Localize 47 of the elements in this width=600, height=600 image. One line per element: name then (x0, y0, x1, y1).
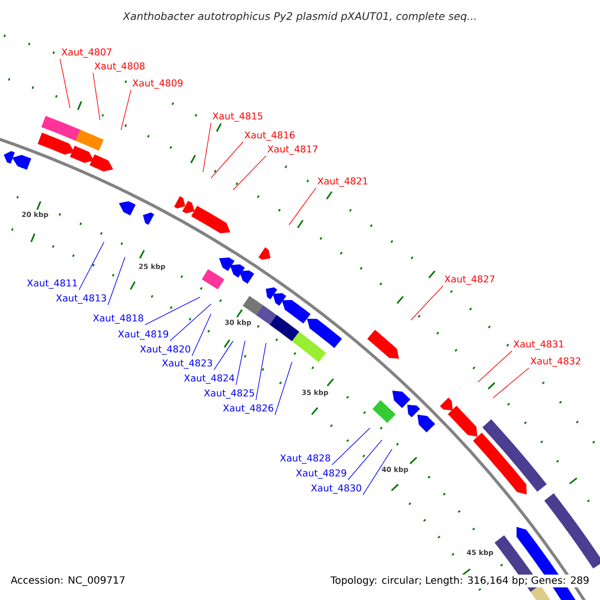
gene-label: Xaut_4818 (93, 314, 144, 324)
gene-label: Xaut_4824 (184, 374, 234, 384)
gene-label: Xaut_4808 (94, 62, 145, 72)
leader-line (108, 256, 126, 306)
gene-label: Xaut_4809 (132, 79, 183, 89)
gene-label: Xaut_4826 (223, 404, 274, 414)
title: Xanthobacter autotrophicus Py2 plasmid pXAUT01, complete seq... (122, 12, 476, 22)
leader-line (202, 122, 212, 172)
gene-label: Xaut_4811 (27, 279, 77, 289)
gene-label: Xaut_4821 (317, 177, 368, 187)
gene-label: Xaut_4807 (61, 48, 112, 58)
gene-label: Xaut_4816 (244, 131, 295, 141)
leader-line (214, 340, 234, 370)
leader-line (348, 440, 382, 480)
leader-line (78, 242, 104, 290)
gene-label: Xaut_4823 (162, 359, 212, 369)
gene-label: Xaut_4832 (530, 357, 580, 367)
leader-line (362, 448, 392, 496)
leader-line (236, 340, 246, 386)
leader-line (492, 368, 530, 398)
leader-line (288, 188, 316, 226)
gene-label: Xaut_4831 (513, 340, 564, 350)
gene-label: Xaut_4829 (296, 469, 346, 479)
gene-label: Xaut_4827 (444, 275, 494, 285)
leader-line (256, 342, 266, 400)
gene-label: Xaut_4813 (56, 294, 106, 304)
leader-line (192, 314, 212, 356)
leader-line (332, 428, 370, 466)
gene-label: Xaut_4825 (204, 389, 254, 399)
leader-line (120, 90, 132, 130)
gene-label: Xaut_4830 (311, 484, 362, 494)
gene-label: Xaut_4820 (140, 345, 190, 355)
leader-line (92, 72, 100, 120)
leader-line (60, 58, 70, 108)
gene-label: Xaut_4828 (280, 454, 330, 464)
leader-line (144, 296, 200, 326)
leader-line (210, 142, 244, 178)
leader-line (170, 304, 212, 342)
gene-label: Xaut_4817 (267, 145, 318, 155)
gene-label: Xaut_4819 (118, 330, 168, 340)
leader-line (274, 362, 292, 416)
gene-label: Xaut_4815 (212, 112, 262, 122)
leader-line (410, 286, 444, 320)
leader-line (232, 156, 266, 190)
info-text: Accession: NC_009717 (9, 574, 127, 588)
info-text: Topology: circular; Length: 316,164 bp; Genes: 289 (329, 574, 591, 588)
leader-line (478, 350, 512, 382)
